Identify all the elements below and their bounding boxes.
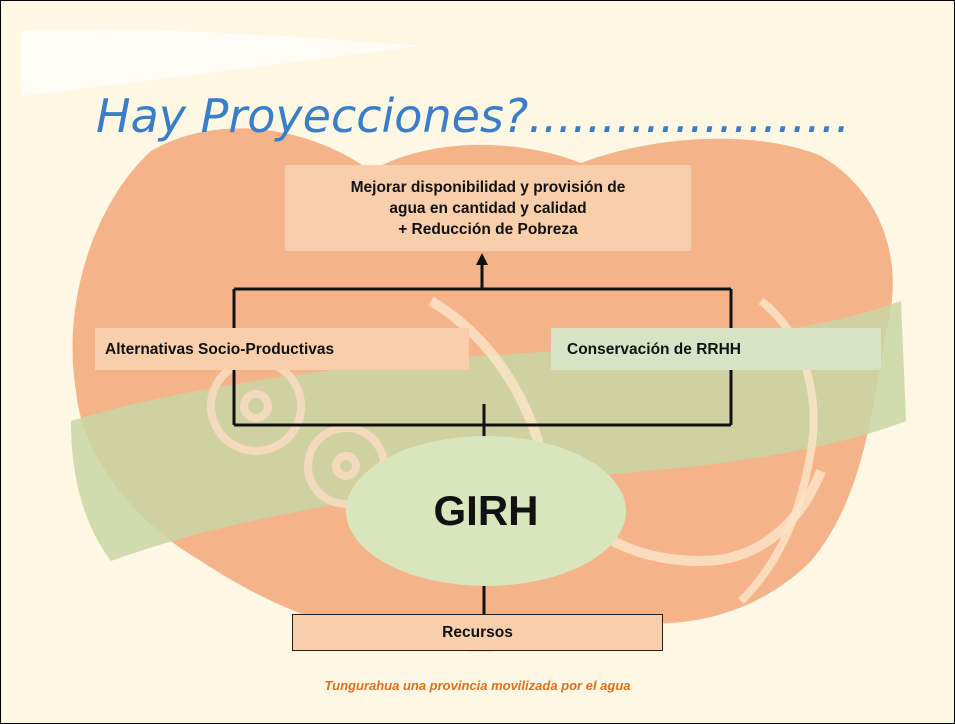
goal-line-1: Mejorar disponibilidad y provisión de — [350, 178, 626, 196]
goal-line-2: agua en cantidad y calidad — [389, 199, 587, 217]
goal-line-3: + Reducción de Pobreza — [398, 220, 578, 238]
slide-title: Hay Proyecciones?...................... — [96, 89, 850, 143]
recursos-box: Recursos — [292, 614, 663, 651]
alternativas-box: Alternativas Socio-Productivas — [95, 328, 469, 370]
bg-white-swoosh — [21, 29, 421, 97]
arrow-up-icon — [476, 253, 488, 265]
girh-ellipse: GIRH — [346, 436, 626, 586]
goal-box: Mejorar disponibilidad y provisión de ag… — [285, 165, 691, 251]
footer-caption: Tungurahua una provincia movilizada por … — [324, 678, 631, 693]
conservacion-box: Conservación de RRHH — [551, 328, 881, 370]
